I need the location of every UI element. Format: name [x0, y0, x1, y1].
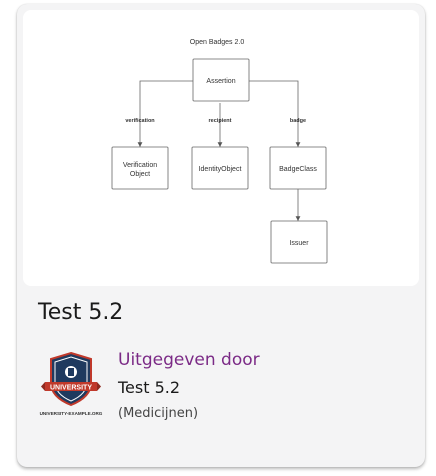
node-verification-object: Verification Object: [111, 146, 169, 190]
node-issuer-label: Issuer: [289, 240, 309, 247]
badge-card[interactable]: Open Badges 2.0 verification recipient b…: [17, 4, 425, 467]
issuer-name: Test 5.2: [118, 378, 181, 397]
diagram-title: Open Badges 2.0: [190, 39, 245, 46]
issuer-faculty: (Medicijnen): [118, 406, 199, 421]
edge-label-badge: badge: [290, 118, 306, 124]
node-identity-label: IdentityObject: [199, 166, 242, 173]
edge-label-verification: verification: [125, 118, 155, 124]
node-identity-object: IdentityObject: [191, 146, 249, 190]
node-badge-class-label: BadgeClass: [279, 166, 317, 173]
node-badge-class: BadgeClass: [269, 146, 327, 190]
issuer-logo: UNIVERSITY UNIVERSITY-EXAMPLE.ORG: [37, 349, 105, 419]
edge-label-recipient: recipient: [209, 118, 232, 124]
badge-title[interactable]: Test 5.2: [38, 300, 124, 325]
node-verification-label-line1: Verification: [123, 162, 157, 169]
node-assertion-label: Assertion: [206, 78, 235, 85]
node-issuer: Issuer: [270, 220, 328, 264]
issued-by-link[interactable]: Uitgegeven door: [118, 350, 260, 370]
node-assertion: Assertion: [192, 58, 250, 102]
badge-image: Open Badges 2.0 verification recipient b…: [23, 10, 419, 286]
open-badges-diagram: Open Badges 2.0 verification recipient b…: [111, 39, 328, 264]
node-verification-label-line2: Object: [130, 171, 150, 178]
logo-banner-text: UNIVERSITY: [50, 385, 92, 392]
logo-caption: UNIVERSITY-EXAMPLE.ORG: [40, 411, 103, 416]
